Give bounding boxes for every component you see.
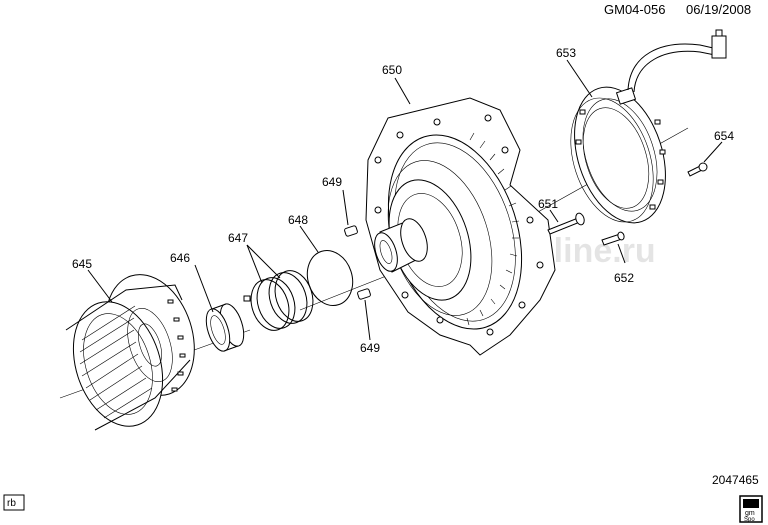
part-650-support-gear-assembly xyxy=(365,97,556,356)
callout-653: 653 xyxy=(556,46,576,60)
gm-spo-logo: gm Spo xyxy=(739,495,763,523)
part-646-bearing xyxy=(205,303,245,352)
figure-number: 2047465 xyxy=(712,473,759,487)
part-645-clutch-drum xyxy=(65,274,195,431)
callout-650: 650 xyxy=(382,63,402,77)
corner-tag-text: rb xyxy=(7,498,16,509)
callout-647: 647 xyxy=(228,231,248,245)
diagram-code: GM04-056 xyxy=(604,2,665,17)
part-652-pin xyxy=(601,231,625,246)
leader-lines xyxy=(87,59,723,341)
logo-text-top: gm xyxy=(745,510,755,517)
part-654-screw xyxy=(687,162,708,177)
callout-652: 652 xyxy=(614,271,634,285)
callout-646: 646 xyxy=(170,251,190,265)
part-648-o-ring xyxy=(306,250,354,306)
callout-651: 651 xyxy=(538,197,558,211)
part-647-seal-rings xyxy=(243,270,314,331)
callout-645: 645 xyxy=(72,257,92,271)
logo-text-bottom: Spo xyxy=(744,517,755,523)
part-651-bolt xyxy=(547,212,585,235)
callout-649-upper: 649 xyxy=(322,175,342,189)
part-649-dowel-upper xyxy=(344,225,358,237)
callout-648: 648 xyxy=(288,213,308,227)
corner-tag-box: rb xyxy=(3,494,25,511)
part-653-sensor-ring xyxy=(570,29,727,224)
diagram-date: 06/19/2008 xyxy=(686,2,751,17)
callout-649-lower: 649 xyxy=(360,341,380,355)
part-649-dowel-lower xyxy=(357,288,371,300)
callout-654: 654 xyxy=(714,129,734,143)
